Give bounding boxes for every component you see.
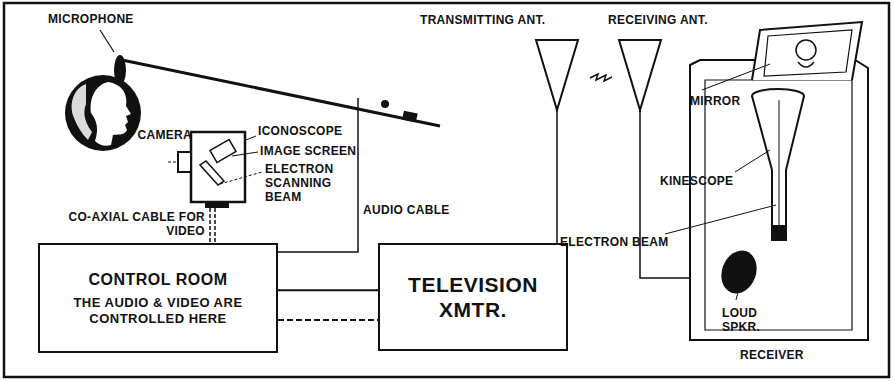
part-label: ICONOSCOPE (258, 124, 358, 138)
box-heading: CONTROL ROOM (88, 270, 227, 289)
part-label: ELECTRON SCANNING BEAM (265, 162, 345, 204)
part-label: CO-AXIAL CABLE FOR VIDEO (30, 210, 205, 238)
part-label: IMAGE SCREEN (260, 144, 360, 158)
part-label: AUDIO CABLE (363, 203, 463, 217)
box-heading: TELEVISION XMTR. (388, 272, 558, 322)
part-label: ELECTRON BEAM (560, 235, 680, 249)
part-label: RECEIVER (740, 348, 840, 362)
box-body: THE AUDIO & VIDEO ARE CONTROLLED HERE (63, 295, 253, 327)
block-box: TELEVISION XMTR. (378, 243, 568, 351)
part-label: LOUD SPKR. (722, 306, 772, 334)
part-label: RECEIVING ANT. (608, 13, 728, 27)
part-label: KINESCOPE (660, 174, 740, 188)
audio-line (278, 289, 378, 291)
part-label: CAMERA (132, 128, 192, 142)
part-label: MICROPHONE (48, 12, 158, 26)
block-box: CONTROL ROOM THE AUDIO & VIDEO ARE CONTRO… (38, 243, 278, 353)
part-label: TRANSMITTING ANT. (420, 13, 570, 27)
part-label: MIRROR (690, 94, 750, 108)
video-line (278, 319, 378, 321)
